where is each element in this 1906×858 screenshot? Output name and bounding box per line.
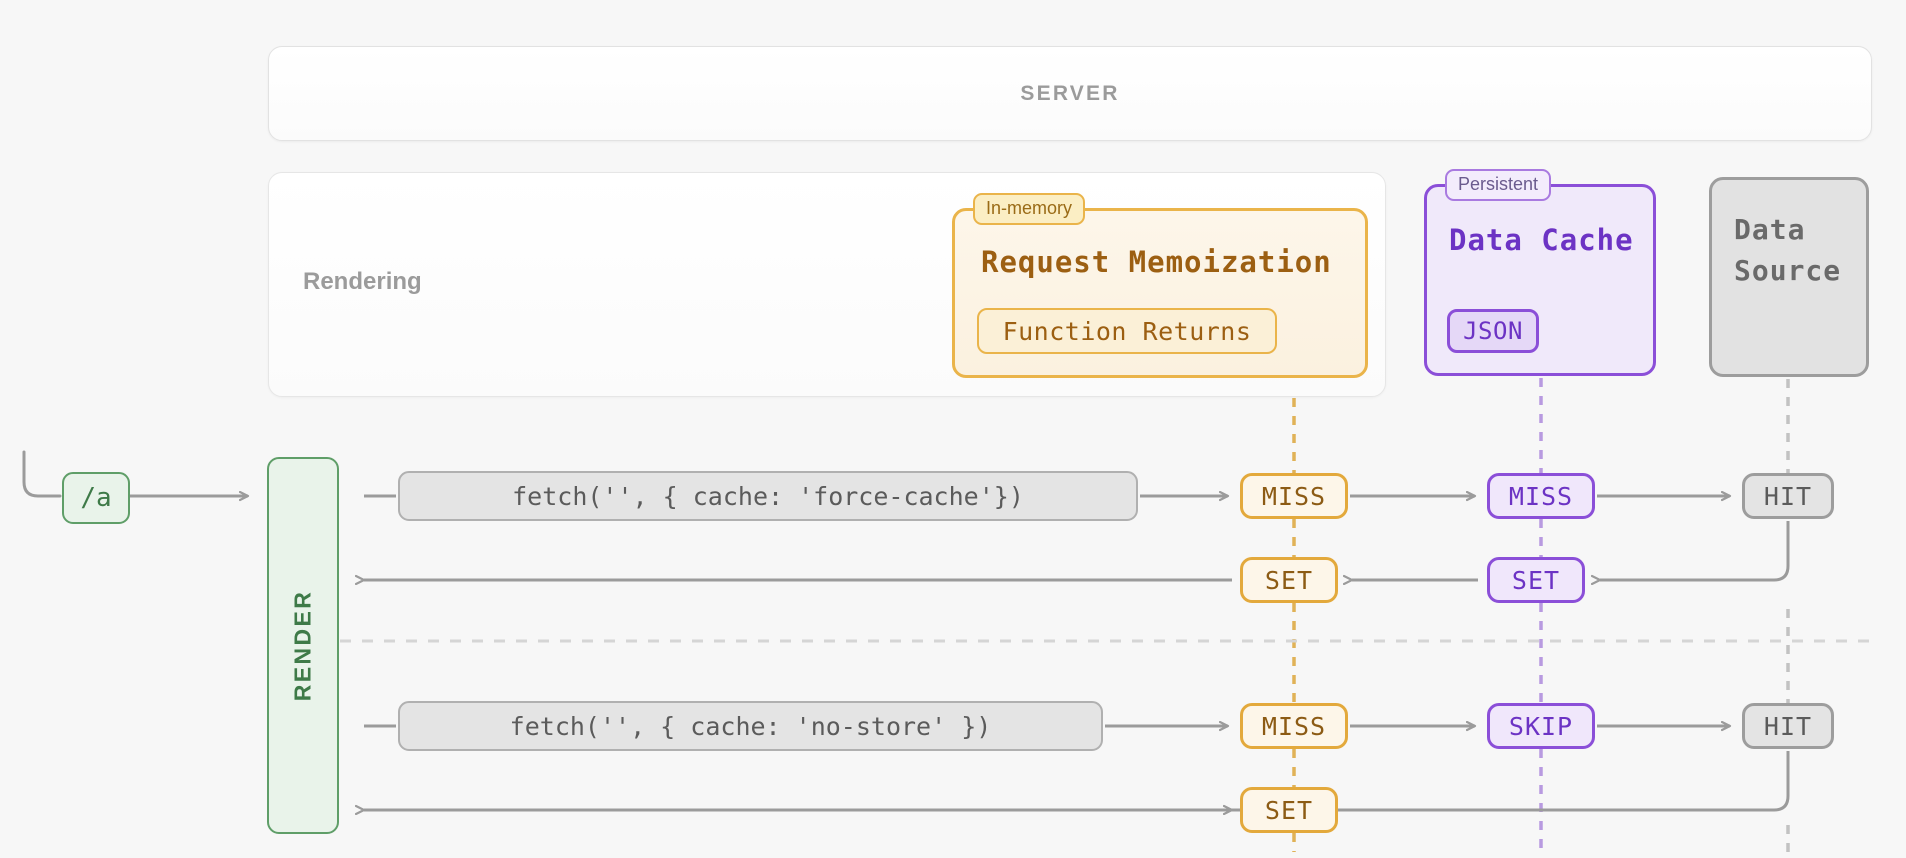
rendering-panel-label: Rendering bbox=[303, 268, 422, 295]
fetch-call-no-store: fetch('', { cache: 'no-store' }) bbox=[398, 701, 1103, 751]
data-cache-title: Data Cache bbox=[1449, 223, 1634, 257]
data-cache-badge: Persistent bbox=[1445, 169, 1552, 201]
status-memoization-row2-label: MISS bbox=[1261, 711, 1327, 741]
entry-curve bbox=[22, 450, 62, 498]
route-pill-a[interactable]: /a bbox=[62, 472, 130, 524]
status-data-cache-set-row1: SET bbox=[1487, 557, 1585, 603]
server-banner: SERVER bbox=[268, 46, 1872, 141]
status-memoization-row1-label: MISS bbox=[1261, 481, 1327, 511]
data-source-title-line2: Source bbox=[1734, 253, 1842, 287]
status-data-source-row1-label: HIT bbox=[1763, 481, 1813, 511]
status-data-source-row2-label: HIT bbox=[1763, 711, 1813, 741]
data-source-card: Data Source bbox=[1709, 177, 1869, 377]
status-memoization-set-row1-label: SET bbox=[1264, 565, 1314, 595]
fetch-call-no-store-text: fetch('', { cache: 'no-store' }) bbox=[509, 711, 992, 741]
request-memoization-card: In-memory Request Memoization Function R… bbox=[952, 193, 1368, 378]
data-cache-card: Persistent Data Cache JSON bbox=[1424, 169, 1656, 376]
status-data-cache-row1: MISS bbox=[1487, 473, 1595, 519]
fetch-call-force-cache: fetch('', { cache: 'force-cache'}) bbox=[398, 471, 1138, 521]
status-data-source-row2: HIT bbox=[1742, 703, 1834, 749]
render-bar: RENDER bbox=[267, 457, 339, 834]
status-memoization-set-row2-label: SET bbox=[1264, 795, 1314, 825]
status-memoization-set-row1: SET bbox=[1240, 557, 1338, 603]
render-bar-label: RENDER bbox=[289, 589, 316, 702]
data-source-title: Data Source bbox=[1734, 210, 1841, 291]
status-memoization-row2: MISS bbox=[1240, 703, 1348, 749]
memoization-title: Request Memoization bbox=[981, 245, 1332, 279]
data-cache-json-chip: JSON bbox=[1447, 309, 1539, 353]
return-path-row1 bbox=[1600, 521, 1790, 580]
server-banner-title: SERVER bbox=[1020, 81, 1120, 105]
status-data-source-row1: HIT bbox=[1742, 473, 1834, 519]
data-source-title-line1: Data bbox=[1734, 213, 1806, 246]
memoization-function-returns-chip: Function Returns bbox=[977, 308, 1277, 354]
status-memoization-set-row2: SET bbox=[1240, 787, 1338, 833]
status-data-cache-row2-label: SKIP bbox=[1508, 711, 1574, 741]
memoization-badge: In-memory bbox=[973, 193, 1086, 225]
status-data-cache-set-row1-label: SET bbox=[1511, 565, 1561, 595]
fetch-call-force-cache-text: fetch('', { cache: 'force-cache'}) bbox=[512, 481, 1024, 511]
status-memoization-row1: MISS bbox=[1240, 473, 1348, 519]
status-data-cache-row1-label: MISS bbox=[1508, 481, 1574, 511]
return-path-row2 bbox=[1350, 751, 1790, 812]
status-data-cache-row2: SKIP bbox=[1487, 703, 1595, 749]
route-pill-label: /a bbox=[80, 483, 112, 513]
